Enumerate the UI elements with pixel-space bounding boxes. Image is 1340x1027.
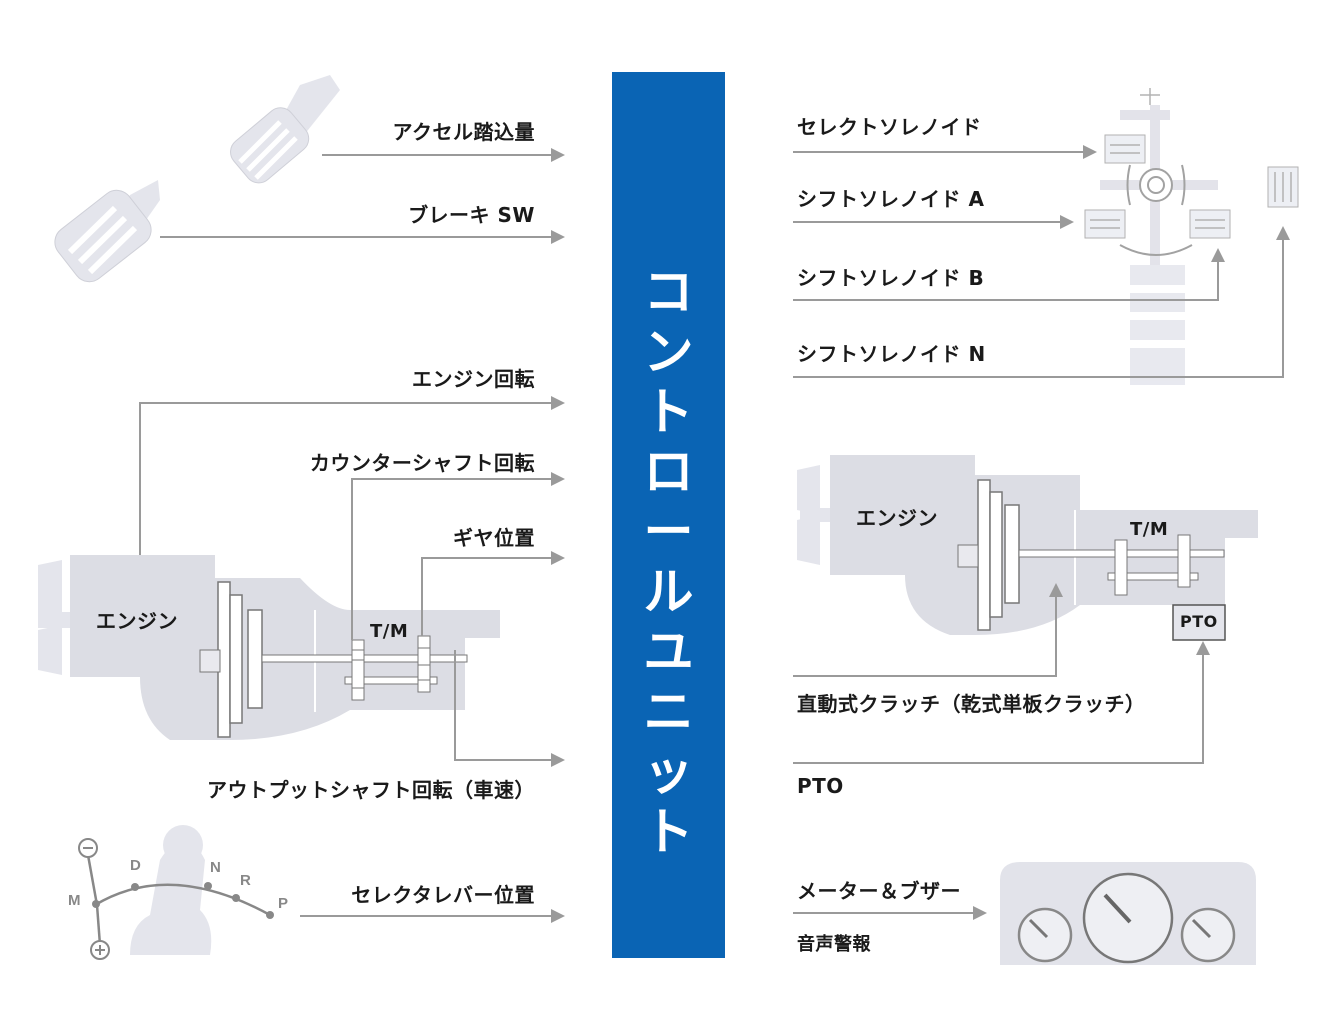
label-clutch: 直動式クラッチ（乾式単板クラッチ）: [797, 692, 1146, 716]
lever-pos-r: R: [240, 872, 251, 889]
unit-char: ユ: [643, 623, 694, 681]
label-tm-left: T/M: [370, 621, 409, 642]
unit-char: ニ: [643, 683, 694, 741]
label-brake: ブレーキ SW: [408, 203, 535, 227]
lever-pos-d: D: [130, 857, 141, 874]
control-unit-title: コ ン ト ロ ー ル ユ ニ ッ ト: [612, 262, 725, 862]
unit-char: ー: [643, 503, 694, 561]
label-counter-shaft: カウンターシャフト回転: [309, 451, 535, 475]
unit-char: ロ: [643, 443, 694, 501]
label-shift-b: シフトソレノイド B: [797, 266, 985, 290]
label-meter: メーター＆ブザー: [797, 879, 961, 903]
output-arrows: [793, 145, 1290, 920]
meter-panel-icon: [1000, 862, 1256, 965]
label-engine-right: エンジン: [856, 506, 938, 530]
lever-position-labels: M D N R P: [68, 857, 288, 912]
unit-char: ト: [643, 383, 694, 441]
arrow-shift-b: [793, 248, 1225, 301]
label-pto-box: PTO: [1180, 612, 1218, 631]
control-unit-box: コ ン ト ロ ー ル ユ ニ ッ ト: [612, 72, 725, 958]
shift-mechanism-icon: [1084, 88, 1299, 385]
lever-pos-p: P: [278, 895, 288, 912]
label-engine-rpm: エンジン回転: [412, 367, 535, 391]
label-select-solenoid: セレクトソレノイド: [797, 115, 982, 139]
unit-char: ッ: [643, 743, 694, 801]
lever-pos-m: M: [68, 892, 81, 909]
input-arrows: [139, 148, 565, 923]
label-voice: 音声警報: [797, 934, 871, 955]
unit-char: ン: [643, 323, 694, 381]
arrow-clutch: [793, 583, 1063, 677]
accelerator-pedal-icon: [230, 75, 340, 184]
arrow-pto: [793, 641, 1210, 764]
unit-char: コ: [643, 263, 694, 321]
label-engine-left: エンジン: [96, 609, 178, 633]
label-tm-right: T/M: [1130, 519, 1169, 540]
arrow-gear-pos: [421, 551, 565, 636]
unit-char: ト: [643, 803, 694, 861]
brake-pedal-icon: [54, 180, 160, 283]
arrow-output-shaft: [454, 650, 565, 767]
label-shift-a: シフトソレノイド A: [797, 187, 985, 211]
label-accel: アクセル踏込量: [392, 120, 535, 144]
label-gear-pos: ギヤ位置: [453, 526, 535, 550]
label-selector-lever: セレクタレバー位置: [351, 883, 535, 907]
label-output-shaft: アウトプットシャフト回転（車速）: [207, 778, 535, 802]
engine-right-diagram: [797, 455, 1258, 641]
lever-pos-n: N: [210, 859, 221, 876]
label-pto: PTO: [797, 774, 844, 798]
selector-lever-icon: [78, 825, 274, 960]
unit-char: ル: [643, 563, 694, 621]
label-shift-n: シフトソレノイド N: [797, 342, 986, 366]
engine-left-diagram: [38, 555, 500, 740]
arrow-counter-shaft: [351, 472, 565, 640]
arrow-engine-rpm: [139, 396, 565, 555]
arrow-shift-n: [793, 226, 1290, 378]
